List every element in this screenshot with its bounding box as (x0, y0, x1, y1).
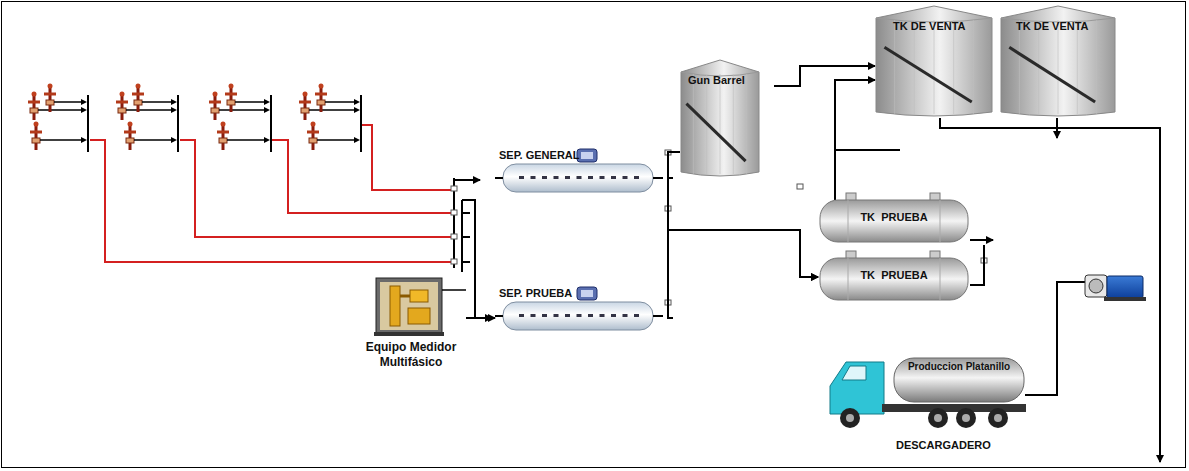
pipe-connector (668, 230, 818, 318)
pipe-connector (466, 317, 495, 319)
htank-node: TK PRUEBA (818, 192, 970, 246)
unload-line (1025, 282, 1085, 395)
sep-node: SEP. PRUEBA (495, 284, 673, 334)
test-tank-outlets (970, 240, 993, 285)
sep-label: SEP. PRUEBA (495, 284, 673, 299)
meter-label: Equipo Medidor Multifásico (356, 340, 466, 370)
sep-node: SEP. GENERAL (495, 146, 673, 196)
htank-node: TK PRUEBA (818, 250, 970, 304)
pump-symbol (1085, 275, 1146, 301)
pipe-connector (835, 80, 875, 200)
htank-label: TK PRUEBA (818, 211, 970, 223)
pipe-connector (774, 66, 875, 86)
vtank-label: Gun Barrel (680, 74, 774, 86)
manifold (454, 178, 492, 318)
flowlines (90, 125, 452, 262)
htank-label: TK PRUEBA (818, 269, 970, 281)
sep-label: SEP. GENERAL (495, 146, 673, 161)
truck-label: Produccion Platanillo (898, 361, 1020, 372)
vtank-node: Gun Barrel (680, 58, 774, 178)
truck-node: Produccion Platanillo (826, 352, 1028, 436)
vtank-label: TK DE VENTA (875, 20, 1017, 32)
area-label: DESCARGADERO (896, 439, 991, 451)
pipe-connector (668, 178, 818, 277)
vtank-label: TK DE VENTA (1000, 20, 1138, 32)
pipe-connector (668, 152, 680, 178)
meter-node: Equipo Medidor Multifásico (356, 276, 466, 374)
vtank-node: TK DE VENTA (875, 4, 1017, 118)
vtank-node: TK DE VENTA (1000, 4, 1138, 118)
